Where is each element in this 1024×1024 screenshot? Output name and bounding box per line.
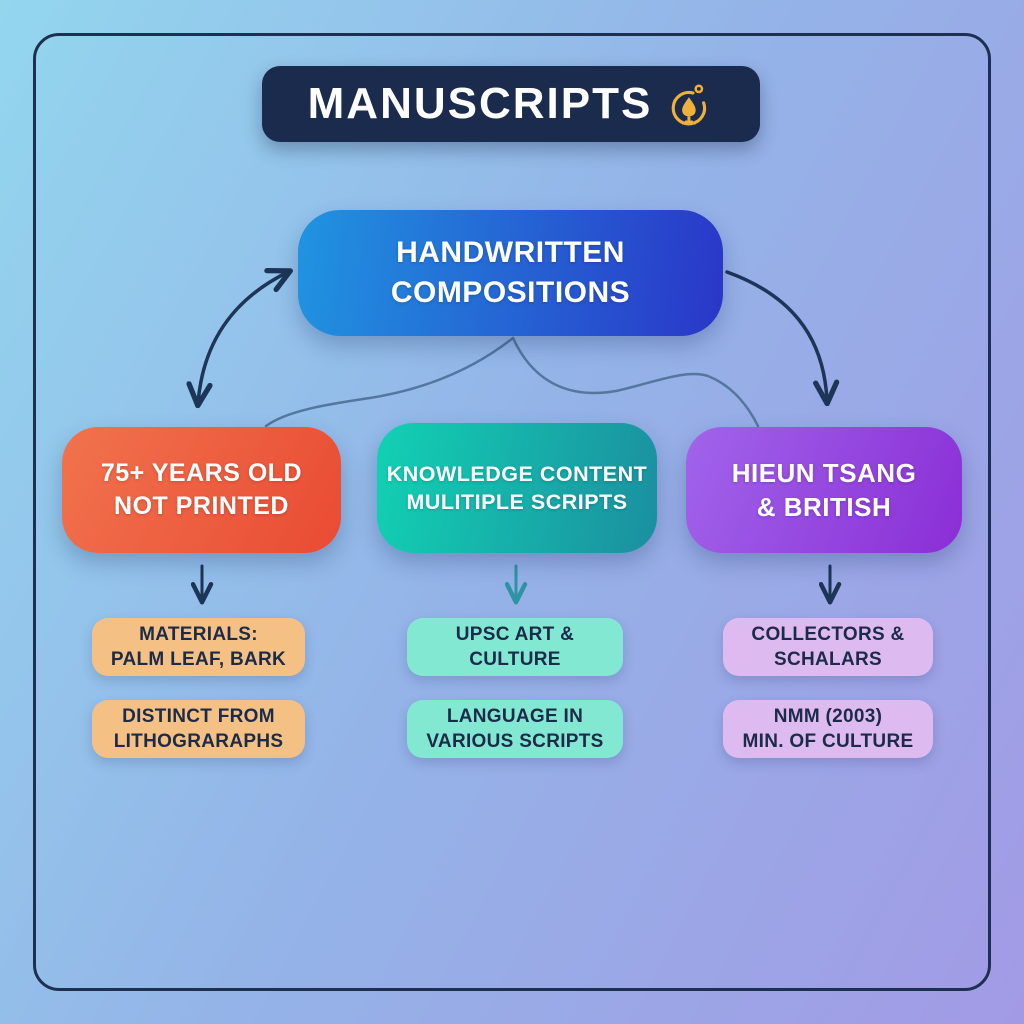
child-box-language-scripts: LANGUAGE IN VARIOUS SCRIPTS [407, 700, 623, 758]
node-text-line2: NOT PRINTED [114, 492, 289, 520]
node-handwritten-compositions: HANDWRITTEN COMPOSITIONS [298, 210, 723, 336]
child-text-line2: CULTURE [469, 649, 561, 670]
child-text-line1: NMM (2003) [773, 705, 883, 727]
node-text-line1: HIEUN TSANG [731, 457, 917, 488]
node-text-line2: COMPOSITIONS [390, 276, 631, 309]
child-box-upsc-art-culture: UPSC ART & CULTURE [407, 618, 623, 676]
child-box-materials: MATERIALS: PALM LEAF, BARK [92, 618, 305, 676]
child-text-line2: LITHOGRARAPHS [113, 731, 284, 752]
globe-lamp-icon [671, 84, 707, 126]
node-75-years-old: 75+ YEARS OLD NOT PRINTED [62, 427, 341, 553]
border-frame [33, 33, 991, 991]
child-box-collectors-scholars: COLLECTORS & SCHALARS [723, 618, 933, 676]
node-text-line1: HANDWRITTEN [396, 236, 625, 270]
child-box-nmm-ministry: NMM (2003) MIN. OF CULTURE [723, 700, 933, 758]
child-text-line1: LANGUAGE IN [446, 705, 584, 727]
node-hieun-tsang: HIEUN TSANG & BRITISH [686, 427, 962, 553]
child-text-line1: DISTINCT FROM [122, 705, 275, 727]
title-bar: MANUSCRIPTS [262, 66, 760, 142]
node-text-line2: MULITIPLE SCRIPTS [406, 490, 628, 514]
page-title: MANUSCRIPTS [307, 79, 653, 128]
child-text-line1: COLLECTORS & [751, 623, 905, 645]
child-text-line1: UPSC ART & [455, 623, 575, 645]
node-knowledge-content: KNOWLEDGE CONTENT MULITIPLE SCRIPTS [377, 423, 657, 553]
child-box-distinct-lithographs: DISTINCT FROM LITHOGRARAPHS [92, 700, 305, 758]
child-text-line2: VARIOUS SCRIPTS [426, 731, 604, 752]
child-text-line2: PALM LEAF, BARK [110, 649, 287, 670]
child-text-line2: MIN. OF CULTURE [742, 731, 914, 752]
child-text-line1: MATERIALS: [139, 623, 258, 645]
node-text-line1: 75+ YEARS OLD [100, 459, 303, 487]
node-text-line2: & BRITISH [756, 492, 892, 522]
child-text-line2: SCHALARS [774, 649, 882, 670]
node-text-line1: KNOWLEDGE CONTENT [386, 461, 648, 486]
